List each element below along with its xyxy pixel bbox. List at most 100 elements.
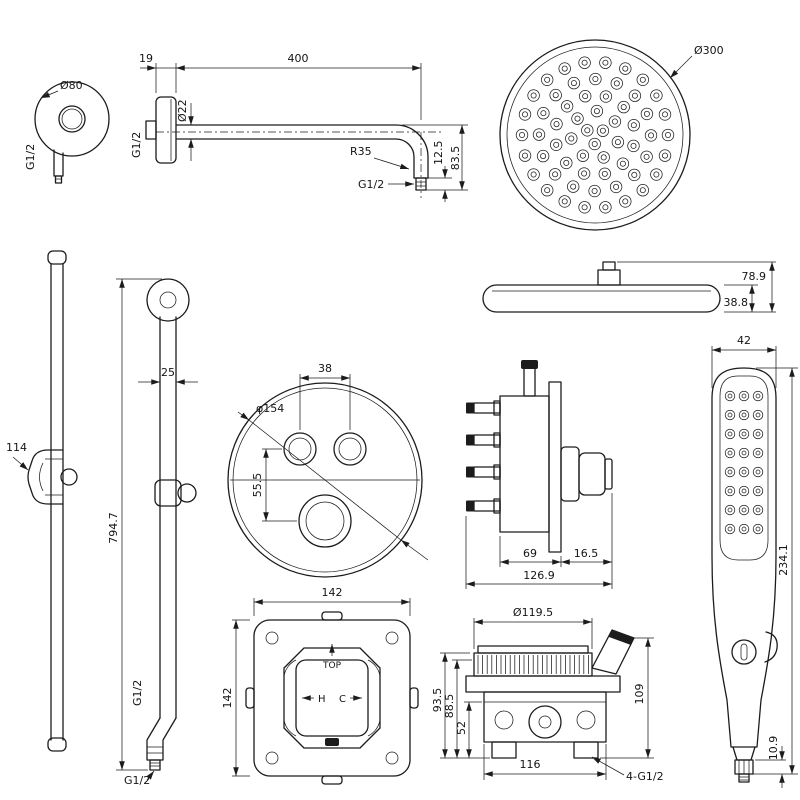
nozzle-center: [592, 76, 599, 82]
nozzle-center: [540, 110, 547, 117]
valve-trim-hub: [560, 446, 580, 502]
nozzle: [644, 129, 658, 142]
hand-nozzle-center: [755, 450, 761, 456]
hand-nozzle: [724, 428, 736, 440]
nozzle: [532, 128, 546, 141]
arm-wall-stub: [145, 120, 157, 140]
dim-line: [237, 411, 250, 421]
nozzle-center: [665, 132, 671, 138]
shower-head-side-view: 78.9 38.8: [482, 261, 776, 313]
hand-nozzle: [738, 504, 750, 516]
nozzle: [537, 107, 550, 120]
valve-top-fitting: [521, 360, 538, 369]
valve-trim-front-view: φ154 38 55.5: [227, 362, 429, 578]
hand-nozzle: [738, 485, 750, 497]
nozzle-center: [584, 127, 591, 134]
hand-nozzle: [738, 409, 750, 421]
nozzle-center: [581, 170, 588, 177]
nozzle-center: [591, 188, 598, 194]
valve-trim-knob: [578, 452, 606, 496]
dim-head-overall-height: 78.9: [742, 270, 767, 283]
nozzle: [650, 168, 663, 181]
nozzle-center: [579, 152, 586, 159]
nozzle-center: [530, 171, 537, 178]
dim-hand-shower-width: 42: [737, 334, 751, 347]
nozzle: [609, 180, 623, 194]
nozzle-center: [581, 59, 588, 66]
nozzle-center: [643, 153, 650, 160]
nozzle-center: [619, 160, 626, 167]
nozzle-center: [530, 92, 537, 99]
dim-valve-handle-offset: 55.5: [251, 473, 264, 498]
wall-plate-outline: [34, 81, 110, 157]
hand-nozzle: [738, 466, 750, 478]
slide-rail-view: 114 25 794.7 G1/2 G1/2: [6, 250, 198, 787]
nozzle-center: [630, 122, 637, 129]
box-bottom-port: [325, 738, 339, 746]
valve-temp-handle-inner: [305, 501, 345, 541]
nozzle: [597, 151, 610, 164]
nozzle: [588, 184, 601, 198]
hand-nozzle-center: [727, 431, 733, 437]
nozzle: [560, 100, 574, 113]
dim-head-body-height: 38.8: [724, 296, 749, 309]
body-plate: [465, 675, 621, 693]
dim-body-side-height: 109: [633, 684, 646, 705]
dim-body-port-threads: 4-G1/2: [626, 770, 664, 783]
hose-nipple: [738, 773, 750, 783]
box-tab-top: [321, 611, 343, 621]
dim-line: [400, 539, 429, 561]
nozzle: [619, 62, 632, 75]
rail-top-cap: [47, 250, 67, 265]
hand-nozzle-center: [741, 526, 747, 532]
nozzle: [518, 149, 532, 162]
dim-arm-pipe-diameter: Ø22: [176, 99, 189, 122]
nozzle: [610, 77, 623, 90]
box-hot-marking: H: [318, 694, 326, 705]
dim-valve-handle-spacing: 38: [318, 362, 332, 375]
nozzle-center: [552, 92, 559, 99]
body-trim-edge: [609, 630, 634, 645]
nozzle-center: [593, 108, 600, 115]
rough-in-box-view: TOP H C 142 142: [221, 586, 419, 785]
hand-nozzle-center: [727, 507, 733, 513]
box-outline: [253, 619, 411, 777]
nozzle: [627, 119, 640, 132]
nozzle-center: [522, 152, 528, 159]
nozzle-center: [662, 152, 668, 159]
dim-body-height-overall: 93.5: [431, 688, 444, 713]
nozzle: [527, 168, 540, 181]
hand-nozzle-center: [727, 393, 733, 399]
nozzle: [541, 73, 554, 86]
nozzle-center: [582, 93, 589, 100]
nozzle-center: [602, 204, 609, 211]
dim-body-height-body: 88.5: [443, 694, 456, 719]
nozzle-center: [631, 92, 638, 99]
valve-trim-side-view: 69 16.5 126.9: [465, 360, 613, 589]
nozzle-center: [662, 111, 668, 118]
box-cold-marking: C: [339, 694, 346, 705]
box-tab-left: [245, 687, 255, 709]
port-fitting: [466, 434, 474, 446]
hand-nozzle: [752, 523, 764, 535]
hand-nozzle-center: [727, 450, 733, 456]
dim-box-width: 142: [322, 586, 343, 599]
nozzle-center: [613, 80, 620, 87]
nozzle: [560, 156, 573, 170]
nozzle-center: [591, 141, 598, 147]
nozzle: [661, 128, 675, 142]
port-stub: [473, 402, 501, 414]
leader-line: [669, 55, 693, 79]
dim-rail-bracket-length: 114: [6, 441, 27, 454]
box-window: [295, 659, 369, 737]
nozzle: [558, 195, 571, 208]
body-right-port: [576, 710, 596, 730]
valve-handle-left-inner: [288, 437, 312, 461]
rail-bottom-cap: [47, 737, 67, 752]
nozzle-center: [561, 198, 568, 205]
nozzle: [518, 108, 532, 121]
hand-nozzle-center: [741, 393, 747, 399]
nozzle: [599, 90, 613, 103]
diverter-slot: [740, 643, 748, 661]
hand-nozzle-center: [755, 412, 761, 418]
